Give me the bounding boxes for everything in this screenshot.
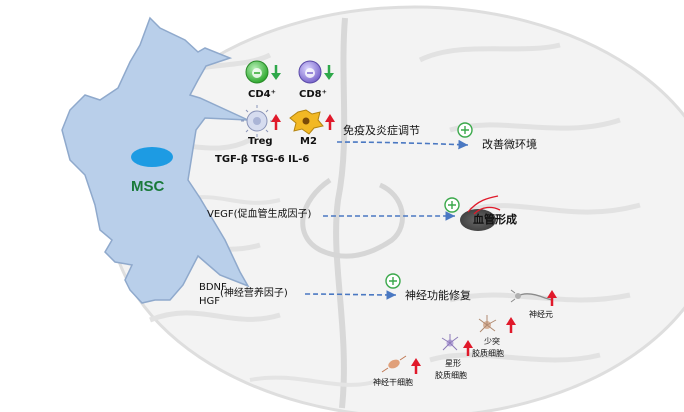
msc-label: MSC bbox=[131, 178, 165, 195]
oligodendrocyte-up-arrow-icon bbox=[506, 317, 516, 333]
neural-stem-cell-label: 神经干细胞 bbox=[373, 378, 413, 387]
blood-vessel-icon bbox=[460, 195, 501, 231]
angiogenesis-label: 血管形成 bbox=[473, 213, 517, 226]
neural-stem-cell-icon bbox=[381, 355, 407, 373]
hgf-label: HGF bbox=[199, 296, 221, 307]
neuron-label: 神经元 bbox=[529, 310, 553, 319]
oligodendrocyte-icon bbox=[478, 315, 497, 333]
cd8-label: CD8⁺ bbox=[299, 89, 327, 100]
neural-stem-cell-up-arrow-icon bbox=[411, 358, 421, 374]
treg-cell-icon bbox=[241, 105, 273, 137]
vegf-label: VEGF(促血管生成因子) bbox=[207, 209, 312, 220]
neurotrophic-to-repair-arrow bbox=[304, 290, 397, 300]
treg-label: Treg bbox=[248, 136, 273, 147]
treg-up-arrow-icon bbox=[271, 114, 281, 130]
astrocyte-icon bbox=[441, 334, 459, 351]
astrocyte-up-arrow-icon bbox=[463, 340, 473, 356]
cd8-cell-icon bbox=[298, 60, 322, 84]
plus-icon bbox=[457, 122, 473, 138]
m2-up-arrow-icon bbox=[325, 114, 335, 130]
cd4-down-arrow-icon bbox=[271, 65, 281, 80]
plus-icon bbox=[385, 273, 401, 289]
brain-background bbox=[108, 5, 684, 412]
immune-to-microenv-arrow bbox=[336, 139, 469, 150]
astrocyte-label-1: 星形 bbox=[445, 359, 461, 368]
neurotrophic-label: (神经营养因子) bbox=[220, 288, 288, 299]
immune-regulation-label: 免疫及炎症调节 bbox=[343, 124, 420, 137]
plus-icon bbox=[444, 197, 460, 213]
oligodendrocyte-label-2: 胶质细胞 bbox=[472, 349, 504, 358]
microenvironment-label: 改善微环境 bbox=[482, 138, 537, 151]
cd4-label: CD4⁺ bbox=[248, 89, 276, 100]
neuron-icon bbox=[510, 289, 553, 303]
m2-label: M2 bbox=[300, 136, 317, 147]
bdnf-label: BDNF bbox=[199, 282, 227, 293]
msc-nucleus bbox=[131, 147, 173, 167]
cd4-cell-icon bbox=[245, 60, 269, 84]
m2-macrophage-icon bbox=[289, 109, 324, 135]
cd8-down-arrow-icon bbox=[324, 65, 334, 80]
neuron-up-arrow-icon bbox=[547, 290, 557, 306]
immune-factors-label: TGF-β TSG-6 IL-6 bbox=[215, 154, 310, 165]
astrocyte-label-2: 胶质细胞 bbox=[435, 371, 467, 380]
oligodendrocyte-label-1: 少突 bbox=[484, 337, 500, 346]
neural-repair-label: 神经功能修复 bbox=[405, 289, 471, 302]
